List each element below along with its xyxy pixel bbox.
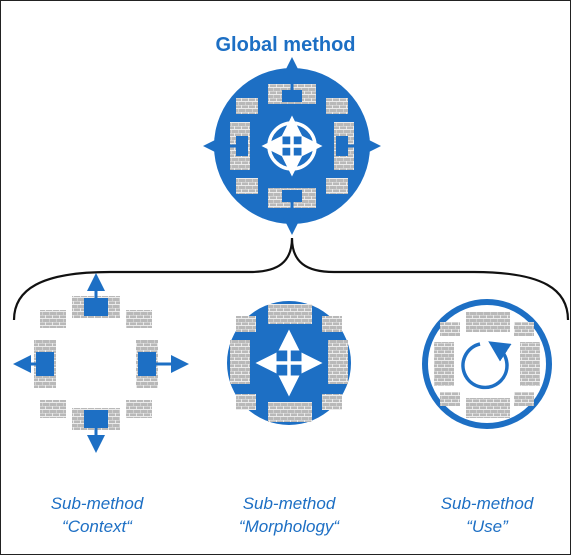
morphology-label: Sub-method “Morphology“ <box>204 492 374 538</box>
use-label-line1: Sub-method <box>440 494 534 513</box>
use-icon <box>422 299 552 429</box>
morphology-icon <box>227 301 351 425</box>
global-method-title: Global method <box>215 34 356 56</box>
morphology-label-line2: “Morphology“ <box>238 517 340 536</box>
global-method-icon <box>203 57 381 235</box>
use-label-line2: “Use” <box>466 517 508 536</box>
context-icon <box>13 273 189 453</box>
grouping-brace <box>12 237 570 321</box>
use-label: Sub-method “Use” <box>402 492 571 538</box>
morphology-label-line1: Sub-method <box>242 494 336 513</box>
context-label-line1: Sub-method <box>50 494 144 513</box>
context-label: Sub-method “Context“ <box>12 492 182 538</box>
context-label-line2: “Context“ <box>62 517 132 536</box>
